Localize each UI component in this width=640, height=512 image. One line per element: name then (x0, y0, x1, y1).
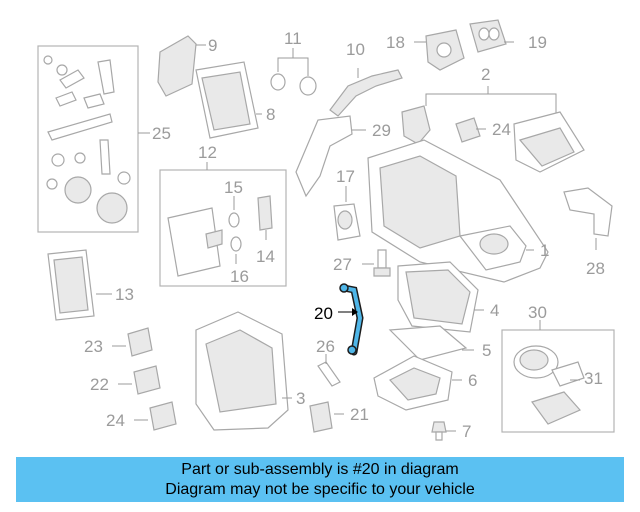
label-26: 26 (316, 337, 335, 356)
part-3-lower-case (195, 311, 289, 431)
label-22: 22 (90, 375, 109, 394)
part-8-evaporator (195, 61, 259, 139)
label-12: 12 (198, 143, 217, 162)
part-14-valve (257, 195, 273, 231)
label-7: 7 (462, 422, 471, 441)
part-18-grommet (425, 29, 465, 71)
group-box-25 (37, 45, 139, 233)
part-21-module (309, 401, 333, 433)
part-22-clip (133, 365, 161, 395)
part-15-o-ring (228, 212, 240, 228)
label-20: 20 (314, 304, 333, 323)
label-21: 21 (350, 405, 369, 424)
label-17: 17 (336, 167, 355, 186)
group-box-12 (159, 169, 287, 287)
caption-line-2: Diagram may not be specific to your vehi… (165, 481, 475, 498)
label-8: 8 (266, 105, 275, 124)
label-31: 31 (584, 369, 603, 388)
label-16: 16 (230, 267, 249, 286)
part-31-resistor (531, 391, 581, 425)
part-17-actuator (333, 203, 361, 241)
part-27-sensor (373, 249, 391, 277)
part-19-grommet (469, 19, 507, 53)
part-5-seal-plate (388, 325, 468, 361)
part-6-cover (373, 355, 453, 411)
caption-banner: Part or sub-assembly is #20 in diagram D… (16, 457, 624, 502)
label-28: 28 (586, 259, 605, 278)
label-25: 25 (152, 124, 171, 143)
label-14: 14 (256, 247, 275, 266)
part-9-bracket (157, 35, 197, 97)
label-3: 3 (296, 389, 305, 408)
label-30: 30 (528, 303, 547, 322)
label-2: 2 (481, 65, 490, 84)
parts-diagram: 25 13 9 8 11 10 18 19 2 (37, 19, 615, 441)
group-box-30 (501, 329, 615, 433)
part-4-filter (397, 261, 479, 333)
part-24-clip-upper (455, 117, 481, 143)
label-4: 4 (490, 301, 499, 320)
label-6: 6 (468, 371, 477, 390)
label-10: 10 (346, 40, 365, 59)
label-18: 18 (386, 33, 405, 52)
part-29-bracket (295, 115, 353, 198)
label-27: 27 (333, 255, 352, 274)
label-1: 1 (540, 241, 549, 260)
part-1-heater-case (367, 139, 549, 283)
part-23-clip (127, 327, 153, 357)
part-2-duct-left (401, 105, 431, 145)
leader-20-arrow (352, 308, 358, 316)
part-7-screw (431, 421, 447, 441)
label-19: 19 (528, 33, 547, 52)
part-2-duct-right (513, 111, 585, 173)
label-23: 23 (84, 337, 103, 356)
label-24-upper: 24 (492, 120, 511, 139)
part-12-expansion-valve (167, 207, 223, 277)
label-15: 15 (224, 178, 243, 197)
caption-line-1: Part or sub-assembly is #20 in diagram (181, 461, 459, 478)
part-10-pipe (329, 69, 403, 117)
label-9: 9 (208, 36, 217, 55)
label-11: 11 (284, 29, 302, 48)
part-30-blower-motor (513, 345, 585, 387)
part-24-clip-lower (149, 401, 177, 431)
label-29: 29 (372, 121, 391, 140)
label-13: 13 (115, 285, 134, 304)
label-24-lower: 24 (106, 411, 125, 430)
part-28-bracket (563, 187, 613, 237)
part-16-o-ring (230, 236, 242, 252)
part-26-sensor (317, 361, 341, 387)
part-11-o-rings (270, 73, 317, 96)
label-5: 5 (482, 341, 491, 360)
part-13-cabin-filter (47, 249, 95, 321)
part-25-linkage-set (43, 55, 131, 224)
part-20-drain-hose (339, 283, 364, 356)
